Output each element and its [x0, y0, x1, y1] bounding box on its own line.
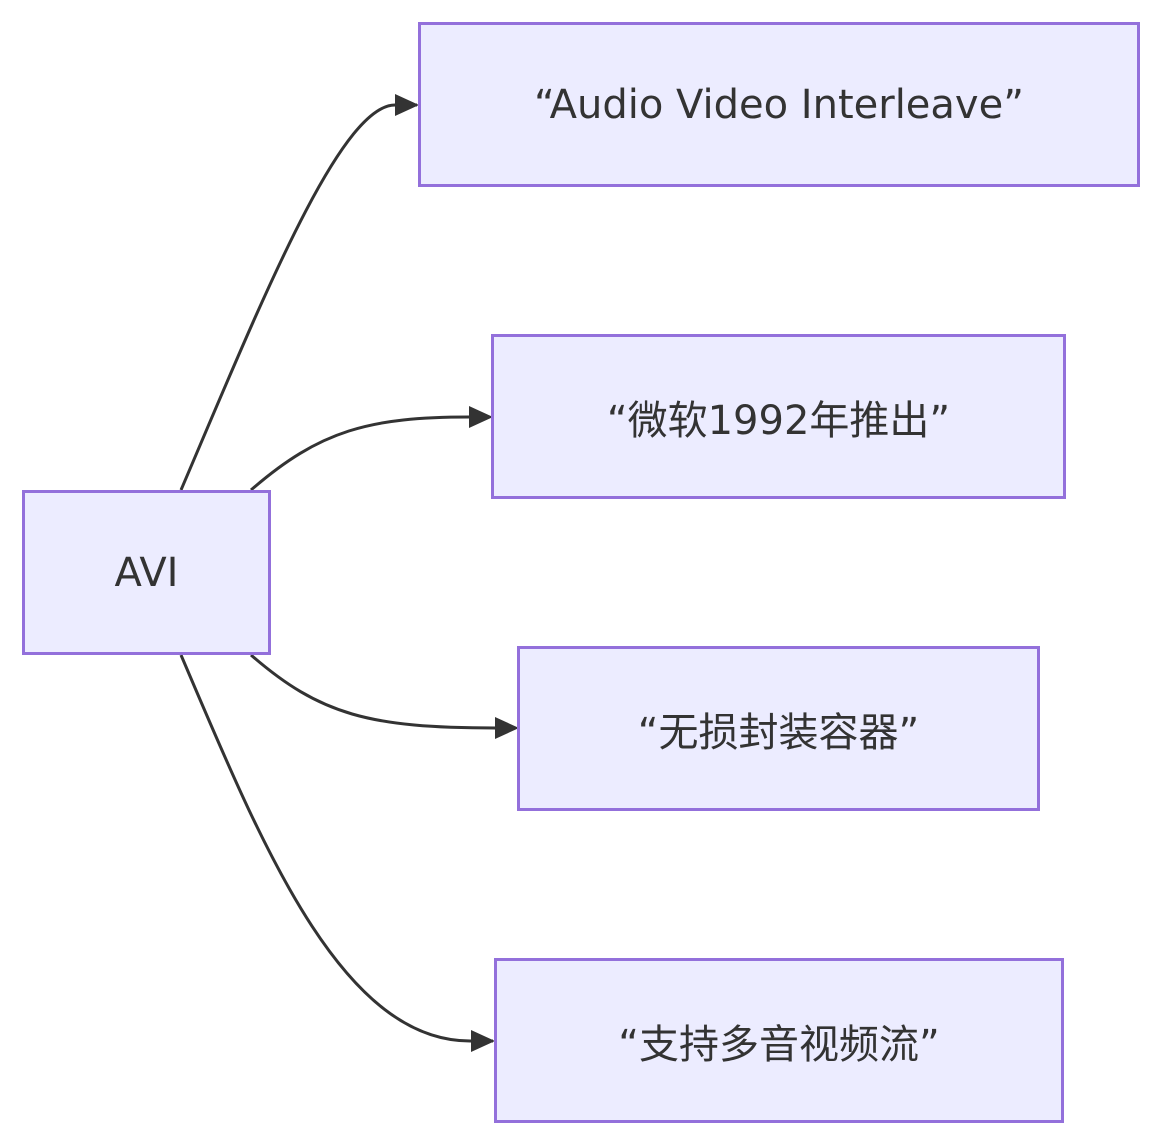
- node-lossless-container: “无损封装容器”: [517, 646, 1040, 811]
- node-lossless-container-label: “无损封装容器”: [637, 709, 920, 756]
- arrowhead-target-3: [495, 717, 519, 739]
- node-microsoft-1992-label: “微软1992年推出”: [606, 397, 951, 444]
- node-avi-label: AVI: [114, 549, 179, 596]
- edge-avi-to-target-4: [179, 654, 493, 1043]
- node-multi-stream-support-label: “支持多音视频流”: [618, 1021, 940, 1068]
- edge-avi-to-target-1: [179, 103, 417, 491]
- arrowhead-target-1: [395, 94, 419, 116]
- arrowhead-target-4: [471, 1030, 495, 1052]
- node-audio-video-interleave: “Audio Video Interleave”: [418, 22, 1140, 187]
- edge-avi-to-target-2: [250, 415, 490, 492]
- arrowhead-target-2: [469, 406, 493, 428]
- edge-avi-to-target-3: [250, 653, 516, 730]
- node-multi-stream-support: “支持多音视频流”: [494, 958, 1064, 1123]
- node-audio-video-interleave-label: “Audio Video Interleave”: [534, 81, 1024, 128]
- node-microsoft-1992: “微软1992年推出”: [491, 334, 1066, 499]
- node-avi: AVI: [22, 490, 271, 655]
